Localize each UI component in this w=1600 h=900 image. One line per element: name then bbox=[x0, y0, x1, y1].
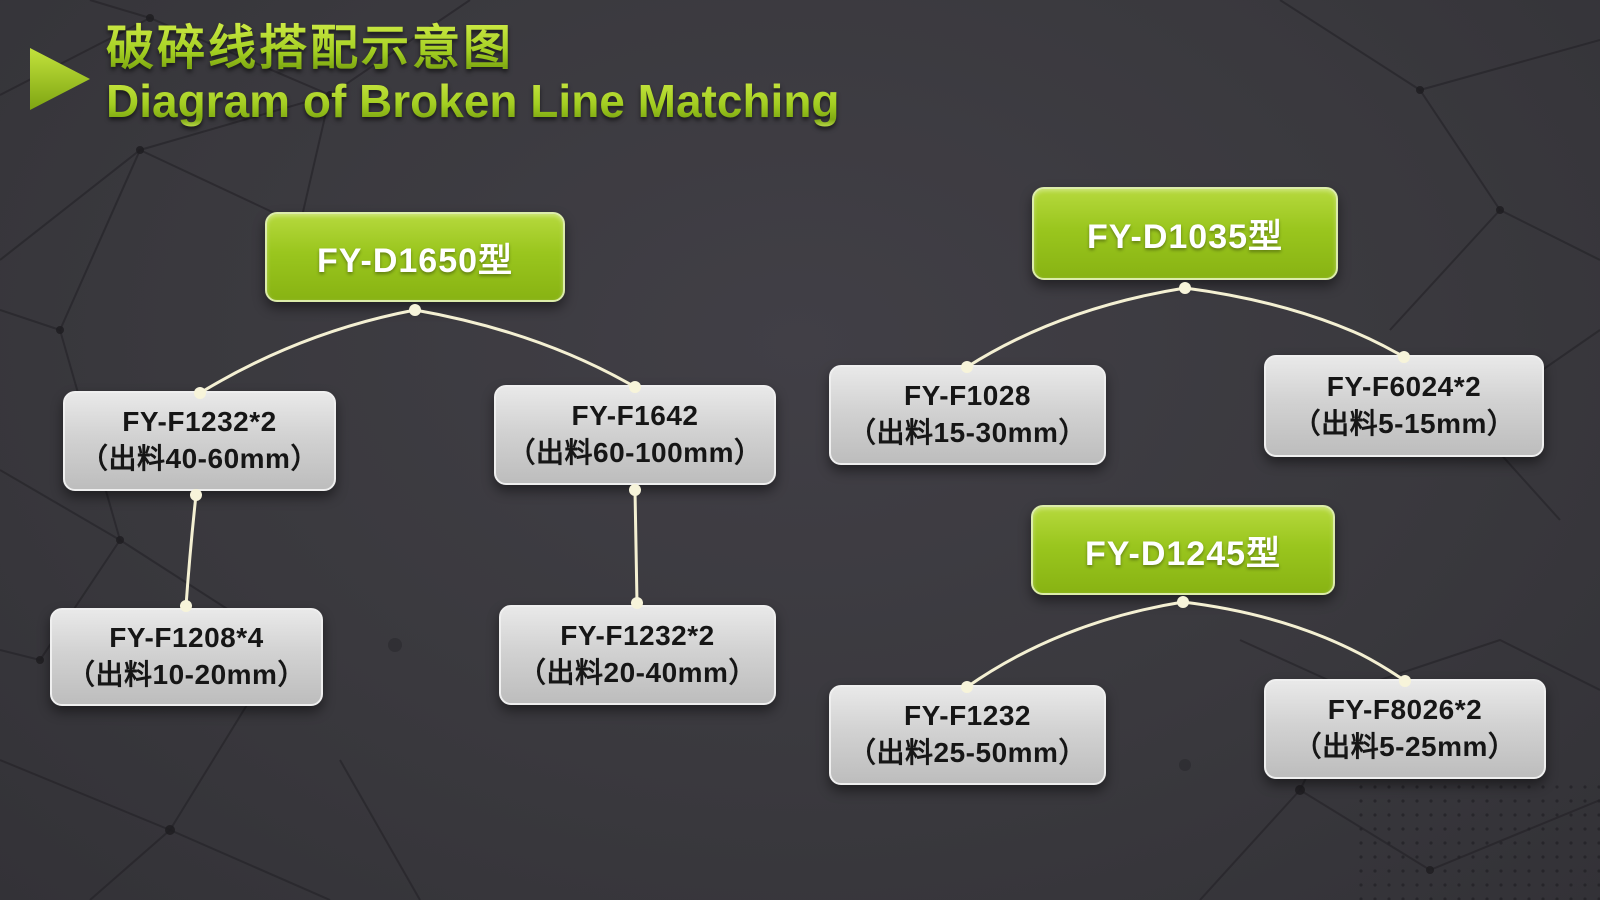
node-fy-f8026: FY-F8026*2 （出料5-25mm） bbox=[1264, 679, 1546, 779]
node-model: FY-F1642 bbox=[571, 400, 699, 432]
node-label: FY-D1245型 bbox=[1084, 534, 1282, 573]
node-output-size: （出料10-20mm） bbox=[67, 659, 306, 690]
node-fy-d1245: FY-D1245型 bbox=[1031, 505, 1335, 595]
page-title-chinese: 破碎线搭配示意图 bbox=[106, 22, 840, 76]
node-fy-f1642: FY-F1642 （出料60-100mm） bbox=[494, 385, 776, 485]
node-model: FY-F1232 bbox=[904, 700, 1031, 732]
node-label: FY-D1035型 bbox=[1086, 218, 1284, 256]
node-fy-f1028: FY-F1028 （出料15-30mm） bbox=[829, 365, 1106, 465]
node-output-size: （出料25-50mm） bbox=[848, 737, 1087, 768]
node-model: FY-F8026*2 bbox=[1327, 694, 1483, 726]
node-output-size: （出料20-40mm） bbox=[518, 657, 757, 688]
title-triangle-icon bbox=[28, 46, 92, 117]
node-fy-f1232-25-50: FY-F1232 （出料25-50mm） bbox=[829, 685, 1106, 785]
title-block: 破碎线搭配示意图 Diagram of Broken Line Matching bbox=[28, 22, 840, 127]
node-output-size: （出料40-60mm） bbox=[80, 443, 319, 474]
node-fy-d1035: FY-D1035型 bbox=[1032, 187, 1338, 280]
node-label: FY-D1650型 bbox=[316, 241, 514, 280]
node-fy-f1208: FY-F1208*4 （出料10-20mm） bbox=[50, 608, 323, 706]
node-output-size: （出料5-15mm） bbox=[1292, 408, 1516, 439]
node-fy-d1650: FY-D1650型 bbox=[265, 212, 565, 302]
node-model: FY-F1232*2 bbox=[122, 406, 277, 438]
node-model: FY-F6024*2 bbox=[1326, 371, 1482, 403]
node-model: FY-F1232*2 bbox=[560, 620, 715, 652]
page-title-english: Diagram of Broken Line Matching bbox=[106, 74, 840, 127]
node-output-size: （出料5-25mm） bbox=[1293, 731, 1517, 762]
node-fy-f1232-40-60: FY-F1232*2 （出料40-60mm） bbox=[63, 391, 336, 491]
node-model: FY-F1208*4 bbox=[109, 622, 264, 654]
node-output-size: （出料60-100mm） bbox=[507, 437, 763, 468]
node-model: FY-F1028 bbox=[904, 380, 1031, 412]
node-fy-f6024: FY-F6024*2 （出料5-15mm） bbox=[1264, 355, 1544, 457]
node-output-size: （出料15-30mm） bbox=[848, 417, 1087, 448]
node-fy-f1232-20-40: FY-F1232*2 （出料20-40mm） bbox=[499, 605, 776, 705]
